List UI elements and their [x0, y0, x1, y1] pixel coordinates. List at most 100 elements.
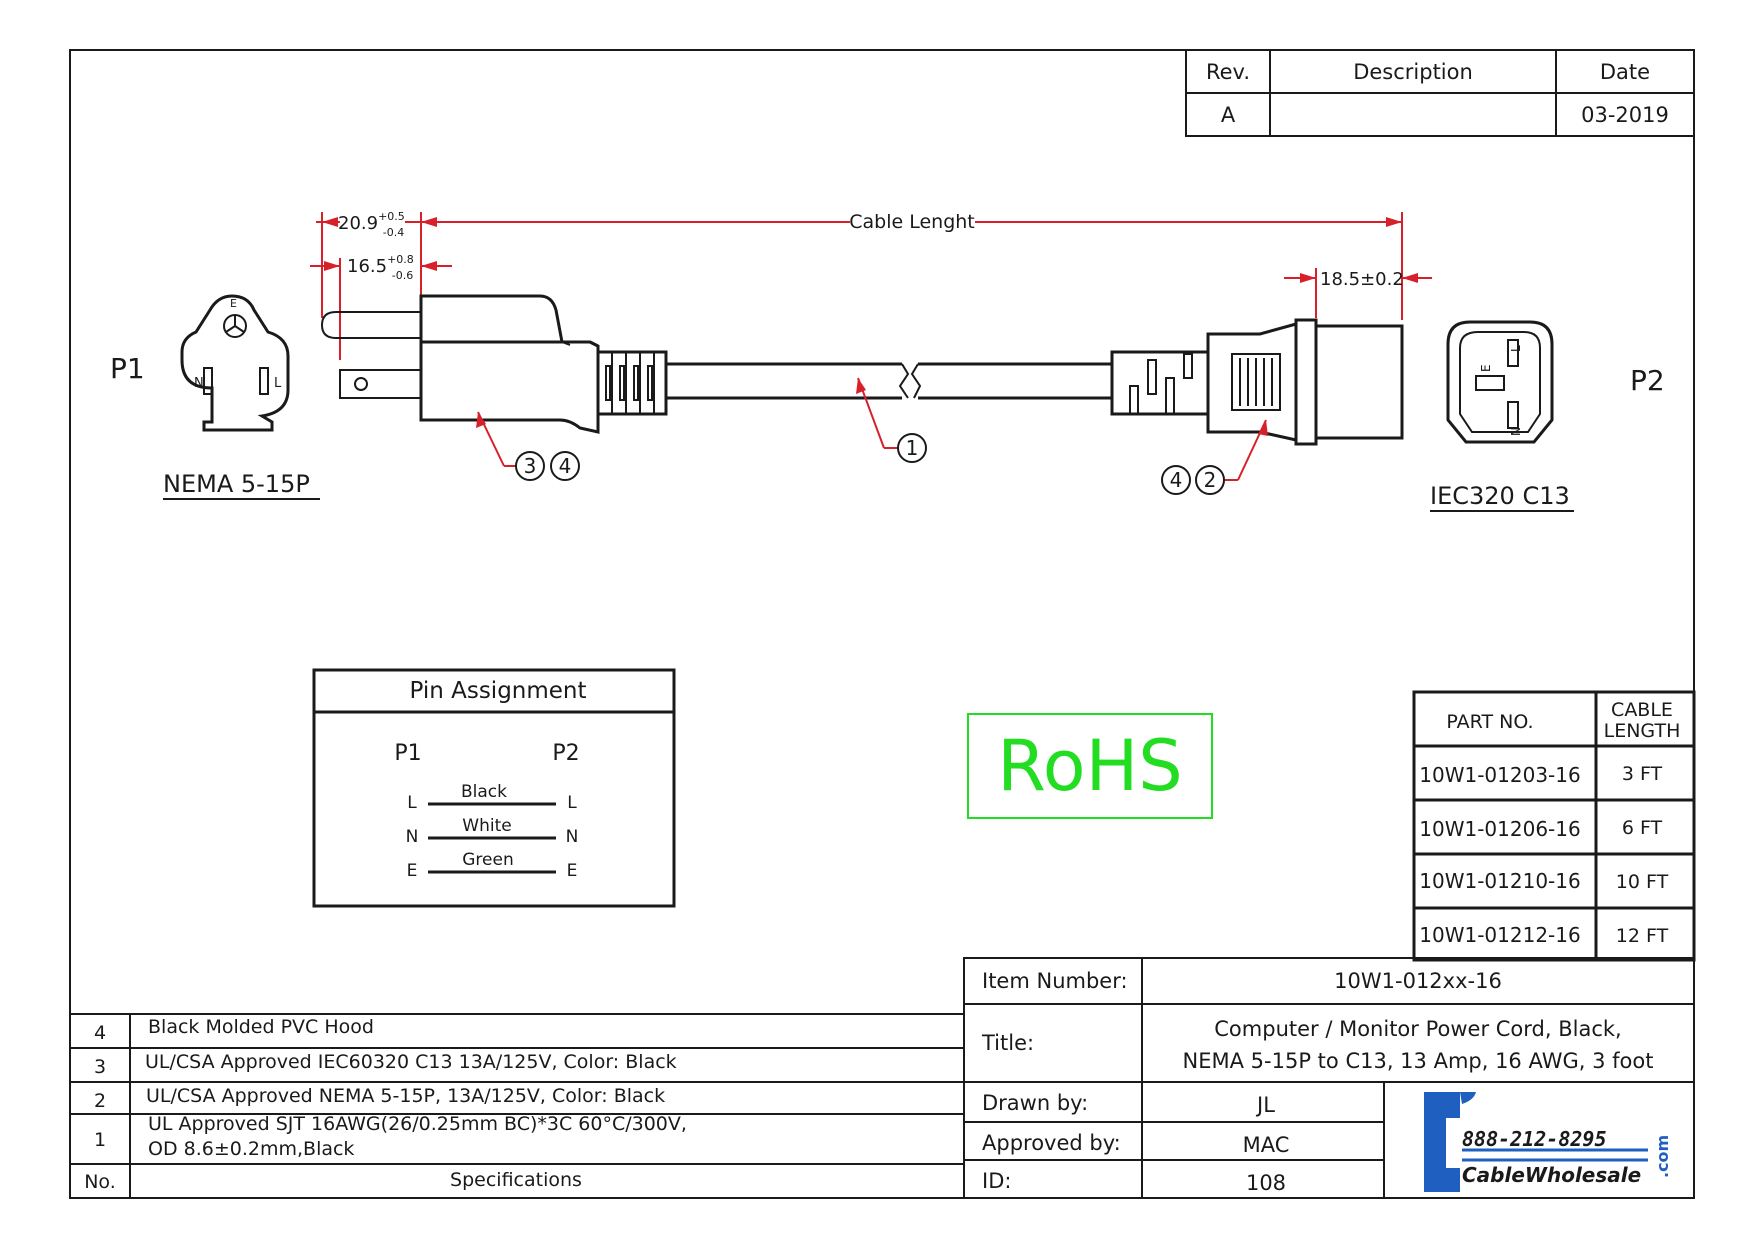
p1-pin-l: L: [274, 376, 282, 391]
id-label: ID:: [982, 1169, 1011, 1193]
logo-brand: CableWholesale: [1462, 1163, 1641, 1187]
p1-pin-n: N: [194, 376, 204, 391]
sheet-border: [69, 49, 1695, 1199]
part-row-1-part: 10W1-01203-16: [1419, 763, 1580, 787]
balloon-3: [515, 451, 545, 481]
parts-header-cable: CABLE: [1611, 699, 1673, 721]
part-row-3-part: 10W1-01210-16: [1419, 869, 1580, 893]
dimension-labels: Cable Lenght 20.9+0.5 -0.4 16.5+0.8 -0.6 1…: [338, 210, 1404, 290]
spec-row-4-no: 4: [94, 1022, 106, 1044]
nema-plug-side-view: [320, 294, 668, 434]
p2-connector-name: IEC320 C13: [1430, 482, 1570, 510]
approved-by-value: MAC: [1243, 1133, 1290, 1157]
date-value: 03-2019: [1581, 103, 1669, 127]
spec-row-4-text: Black Molded PVC Hood: [148, 1016, 374, 1038]
parts-header-length: LENGTH: [1604, 720, 1681, 742]
c13-connector-side-view: [1110, 318, 1404, 446]
spec-row-1-no: 1: [94, 1129, 106, 1151]
cable-length-label: Cable Lenght: [849, 211, 975, 233]
pin-row-2-p1: N: [406, 827, 419, 847]
specifications-table: 4 Black Molded PVC Hood 3 UL/CSA Approve…: [70, 1013, 964, 1198]
item-number-value: 10W1-012xx-16: [1334, 969, 1502, 993]
p1-pin-e: E: [230, 297, 237, 310]
rev-value: A: [1221, 103, 1236, 127]
spec-row-1-text-line1: UL Approved SJT 16AWG(26/0.25mm BC)*3C 6…: [148, 1113, 687, 1135]
pin-assignment-title: Pin Assignment: [409, 678, 586, 704]
pin-assignment-p2: P2: [552, 741, 579, 766]
parts-header-part: PART NO.: [1446, 711, 1533, 733]
pin-row-1-color: Black: [461, 782, 507, 802]
balloon-3-text: 3: [524, 454, 537, 478]
balloon-4b: [1161, 465, 1191, 495]
pin-row-2-p2: N: [566, 827, 579, 847]
description-header: Description: [1353, 60, 1473, 84]
balloon-1: [897, 433, 927, 463]
cablewholesale-logo: 888-212-8295 CableWholesale .com: [1424, 1092, 1672, 1192]
spec-footer-spec: Specifications: [450, 1169, 582, 1191]
title-label: Title:: [981, 1031, 1034, 1055]
pin-row-1-p1: L: [407, 793, 417, 813]
title-line-1: Computer / Monitor Power Cord, Black,: [1214, 1017, 1621, 1041]
logo-phone: 888-212-8295: [1462, 1127, 1607, 1151]
rev-header: Rev.: [1206, 60, 1250, 84]
dim-16-5: 16.5+0.8 -0.6: [347, 253, 414, 282]
nema-5-15p-face-icon: N L E: [180, 294, 290, 432]
part-row-3-length: 10 FT: [1616, 871, 1669, 893]
spec-row-1-text-line2: OD 8.6±0.2mm,Black: [148, 1138, 354, 1160]
rohs-text: RoHS: [997, 725, 1182, 807]
dim-20-9-sub: -0.4: [383, 226, 404, 239]
id-value: 108: [1246, 1171, 1286, 1195]
p2-pin-n: N: [1509, 427, 1523, 436]
part-row-2-part: 10W1-01206-16: [1419, 817, 1580, 841]
pin-row-3-p1: E: [407, 861, 418, 881]
pin-row-1-p2: L: [567, 793, 577, 813]
drawn-by-label: Drawn by:: [982, 1091, 1088, 1115]
callout-balloons: 3 4 1 4 2: [515, 433, 1225, 495]
title-block: Item Number: 10W1-012xx-16 Title: Comput…: [963, 957, 1695, 1199]
pin-assignment-p1: P1: [394, 741, 421, 766]
spec-row-2-text: UL/CSA Approved NEMA 5-15P, 13A/125V, Co…: [146, 1085, 665, 1107]
spec-footer-no: No.: [84, 1171, 116, 1193]
dimension-lines: [310, 212, 1432, 360]
item-number-label: Item Number:: [982, 969, 1128, 993]
logo-tld: .com: [1653, 1135, 1672, 1178]
spec-row-3-text: UL/CSA Approved IEC60320 C13 13A/125V, C…: [145, 1051, 677, 1073]
pin-row-3-p2: E: [567, 861, 578, 881]
dim-20-9: 20.9+0.5 -0.4: [338, 210, 405, 239]
balloon-2: [1195, 465, 1225, 495]
drawn-by-value: JL: [1255, 1093, 1275, 1117]
p1-label: P1: [110, 352, 145, 385]
dim-20-9-sup: +0.5: [378, 210, 405, 223]
part-row-4-part: 10W1-01212-16: [1419, 923, 1580, 947]
pin-assignment-box: Pin Assignment P1 P2 L Black L N White N…: [312, 668, 676, 908]
cable-body: [666, 362, 1112, 400]
dim-20-9-base: 20.9: [338, 213, 378, 234]
dim-16-5-sub: -0.6: [392, 269, 413, 282]
date-header: Date: [1600, 60, 1650, 84]
approved-by-label: Approved by:: [982, 1131, 1121, 1155]
rohs-mark: RoHS: [967, 713, 1213, 819]
p1-connector-name: NEMA 5-15P: [163, 470, 310, 498]
balloon-2-text: 2: [1204, 468, 1217, 492]
p2-pin-e: E: [1479, 364, 1493, 372]
part-row-4-length: 12 FT: [1616, 925, 1669, 947]
balloon-1-text: 1: [906, 436, 919, 460]
parts-table: PART NO. CABLE LENGTH 10W1-01203-16 3 FT…: [1412, 690, 1696, 962]
title-line-2: NEMA 5-15P to C13, 13 Amp, 16 AWG, 3 foo…: [1183, 1049, 1654, 1073]
spec-row-2-no: 2: [94, 1090, 106, 1112]
spec-row-3-no: 3: [94, 1056, 106, 1078]
dim-16-5-sup: +0.8: [387, 253, 414, 266]
p2-label: P2: [1630, 364, 1665, 397]
part-row-2-length: 6 FT: [1622, 817, 1663, 839]
balloon-4b-text: 4: [1170, 468, 1183, 492]
balloon-4-text: 4: [559, 454, 572, 478]
pin-row-2-color: White: [462, 816, 511, 836]
pin-row-3-color: Green: [462, 850, 513, 870]
dim-16-5-base: 16.5: [347, 256, 387, 277]
p2-pin-l: L: [1509, 345, 1523, 352]
balloon-4: [550, 451, 580, 481]
dim-18-5: 18.5±0.2: [1320, 269, 1404, 290]
part-row-1-length: 3 FT: [1622, 763, 1663, 785]
revision-table: Rev. Description Date A 03-2019: [1185, 49, 1695, 137]
